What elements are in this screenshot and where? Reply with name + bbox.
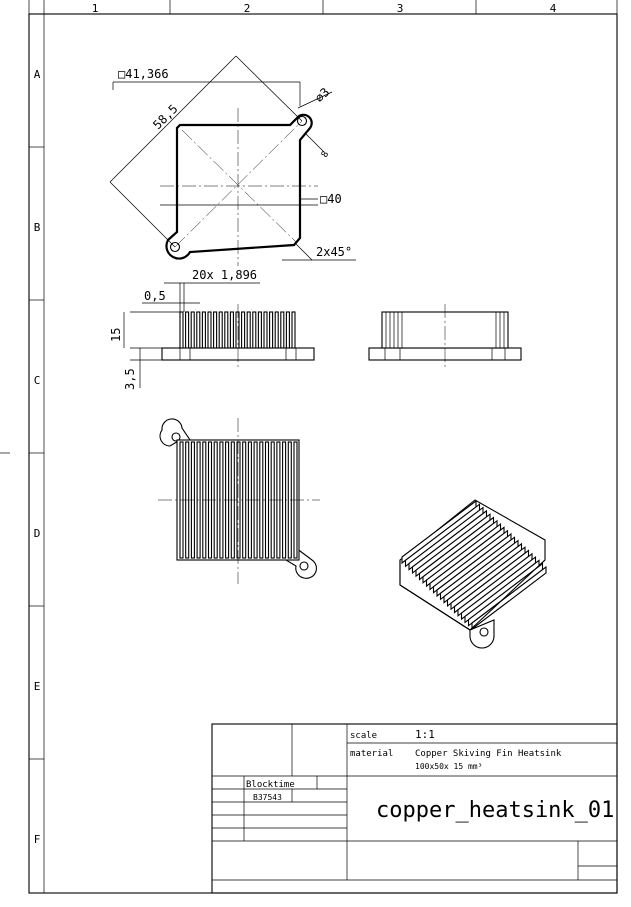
size-value: 100x50x 15 mm³ xyxy=(415,762,482,771)
front-fin xyxy=(185,311,190,349)
front-fin xyxy=(246,311,251,349)
material-label: material xyxy=(350,749,393,759)
front-fin-group xyxy=(179,311,296,349)
front-fin xyxy=(263,311,268,349)
mount-hole-iso xyxy=(479,627,489,637)
row-label-a: A xyxy=(34,68,41,81)
mount-hole-bottom-left xyxy=(169,241,181,253)
front-fin xyxy=(235,311,240,349)
iso-fin xyxy=(471,565,547,631)
plan-fin xyxy=(259,441,264,559)
drawing-title: copper_heatsink_01 xyxy=(376,798,614,823)
scale-label: scale xyxy=(350,731,377,741)
front-fin xyxy=(229,311,234,349)
column-label-1: 1 xyxy=(92,2,99,15)
drawing-frame: 1 2 3 4 A B C D E F xyxy=(0,0,618,894)
row-label-d: D xyxy=(34,527,41,540)
column-label-2: 2 xyxy=(244,2,251,15)
front-fin xyxy=(241,311,246,349)
dim-chamfer: 2x45° xyxy=(316,245,352,259)
column-label-3: 3 xyxy=(397,2,404,15)
front-fin xyxy=(213,311,218,349)
isometric-view xyxy=(399,499,547,649)
author-label: Blocktime xyxy=(246,780,295,790)
front-fin xyxy=(190,311,195,349)
dim-hole-diameter: ∅3 xyxy=(312,85,332,105)
front-fin xyxy=(257,311,262,349)
dim-tab-width: 8 xyxy=(320,150,331,160)
plan-fin xyxy=(242,441,247,559)
row-label-b: B xyxy=(34,221,41,234)
top-view: □41,366 58,5 ∅3 8 □40 2x45° xyxy=(109,55,356,266)
row-label-c: C xyxy=(34,374,41,387)
front-view: 20x 1,896 0,5 15 3,5 xyxy=(109,268,315,390)
front-fin xyxy=(269,311,274,349)
plan-view xyxy=(158,418,320,584)
front-fin xyxy=(218,311,223,349)
inner-border xyxy=(28,13,618,894)
mount-hole-plan-top-left xyxy=(171,432,181,442)
dim-inner-square: □40 xyxy=(320,192,342,206)
dim-square-width: □41,366 xyxy=(118,67,169,81)
dim-base-thickness: 3,5 xyxy=(123,368,137,390)
column-label-4: 4 xyxy=(550,2,557,15)
title-block: scale 1:1 material Copper Skiving Fin He… xyxy=(211,723,618,894)
mount-hole-top-right xyxy=(296,115,308,127)
front-fin xyxy=(207,311,212,349)
side-view xyxy=(368,304,522,370)
dim-fin-height: 15 xyxy=(109,328,123,342)
front-fin xyxy=(196,311,201,349)
mount-hole-plan-bottom-right xyxy=(299,561,309,571)
front-fin xyxy=(291,311,296,349)
front-fin xyxy=(179,311,184,349)
dim-fin-thickness: 0,5 xyxy=(144,289,166,303)
row-label-f: F xyxy=(34,833,41,846)
front-fin xyxy=(274,311,279,349)
front-fin xyxy=(201,311,206,349)
material-value: Copper Skiving Fin Heatsink xyxy=(415,749,562,759)
row-label-e: E xyxy=(34,680,41,693)
part-number: B37543 xyxy=(253,793,282,802)
front-fin xyxy=(280,311,285,349)
iso-fin-group xyxy=(401,499,547,631)
dim-fin-pitch: 20x 1,896 xyxy=(192,268,257,282)
scale-value: 1:1 xyxy=(415,728,435,741)
front-fin xyxy=(224,311,229,349)
front-fin xyxy=(285,311,290,349)
front-fin xyxy=(252,311,257,349)
